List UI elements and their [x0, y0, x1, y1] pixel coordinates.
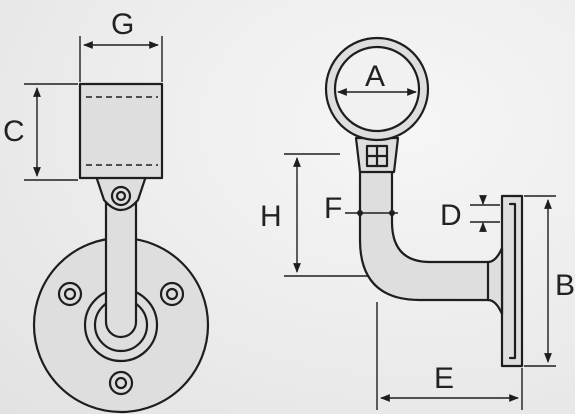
label-b: B — [555, 269, 575, 302]
label-a: A — [365, 60, 385, 93]
dimension-g: G — [79, 8, 163, 82]
label-h: H — [260, 200, 282, 233]
front-view: G C — [3, 8, 210, 414]
front-screw-hole-left — [57, 281, 83, 307]
label-f: F — [324, 192, 342, 225]
dimension-d: D — [440, 195, 500, 232]
side-arm — [358, 163, 504, 316]
side-wall-flange — [500, 194, 524, 368]
side-view: A H F D B — [260, 36, 575, 410]
label-e: E — [434, 362, 454, 395]
front-clamp-block — [78, 82, 164, 180]
front-screw-hole-right — [159, 281, 185, 307]
dimension-f-point-right — [389, 210, 395, 216]
dimension-e: E — [376, 302, 523, 410]
front-screw-hole-bottom — [108, 370, 134, 396]
dimension-f: F — [324, 192, 398, 225]
label-d: D — [440, 199, 462, 232]
label-c: C — [3, 115, 25, 148]
dimension-b: B — [524, 195, 575, 367]
label-g: G — [111, 8, 134, 41]
dimension-c: C — [3, 83, 78, 181]
dimension-a: A — [337, 60, 417, 96]
dimension-h: H — [260, 153, 368, 277]
dimension-f-point-left — [357, 210, 363, 216]
front-saddle-screw — [110, 185, 132, 207]
front-stem — [104, 196, 138, 339]
